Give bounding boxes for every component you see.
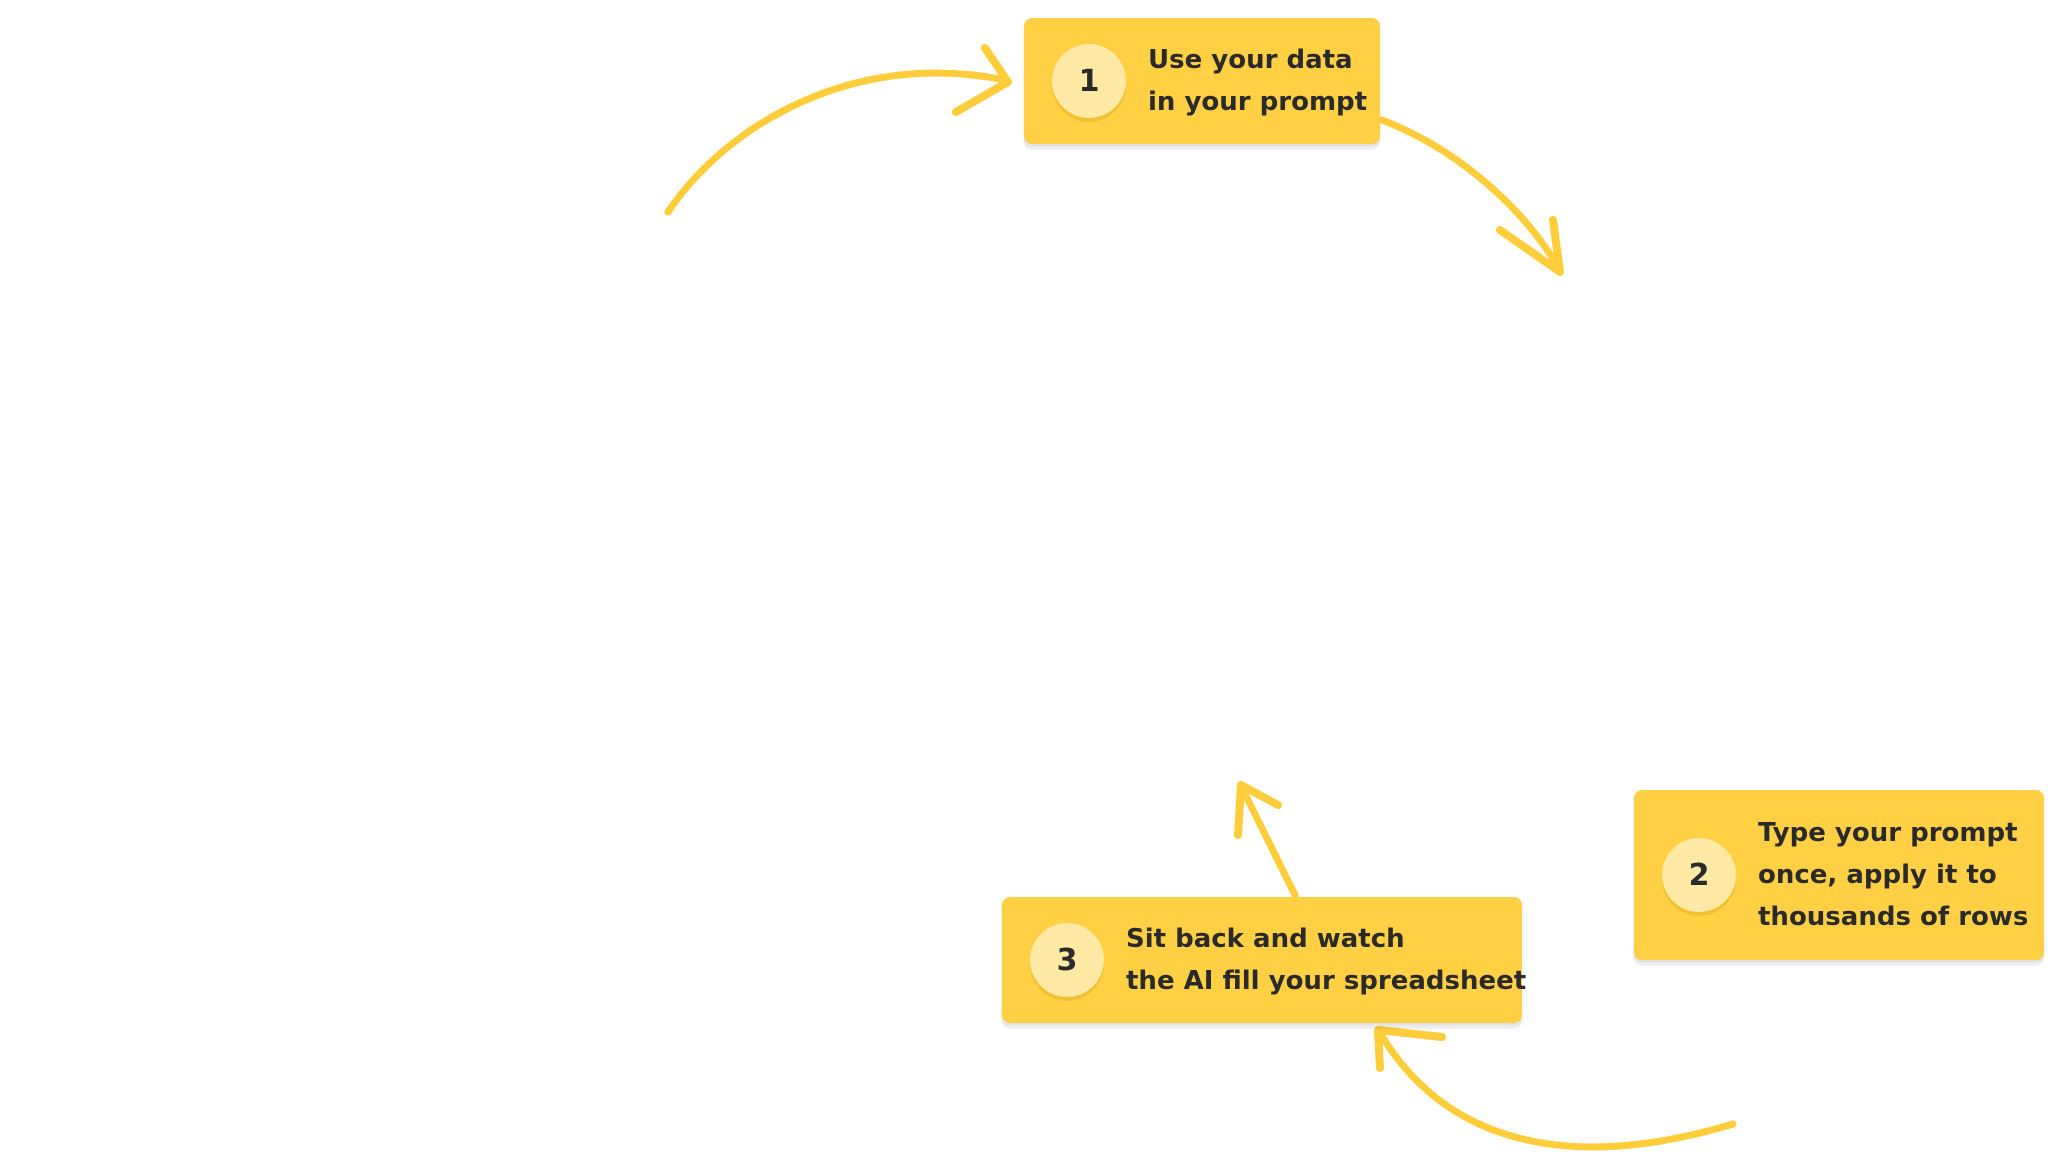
arrow-up-from-step-3-icon — [1234, 781, 1299, 899]
step-text-line: Type your prompt — [1758, 818, 2018, 848]
step-text-line: Use your data — [1148, 45, 1353, 75]
arrow-to-step-1-icon — [664, 44, 1012, 216]
step-description: Type your prompt once, apply it to thous… — [1758, 812, 2028, 938]
step-number-badge: 1 — [1052, 44, 1126, 118]
step-text-line: thousands of rows — [1758, 902, 2029, 932]
step-text-line: once, apply it to — [1758, 860, 1997, 890]
step-text-line: the AI fill your spreadsheet — [1126, 966, 1527, 996]
step-text-line: in your prompt — [1148, 87, 1368, 117]
step-text-line: Sit back and watch — [1126, 924, 1405, 954]
step-number-badge: 3 — [1030, 923, 1104, 997]
step-card-1: 1 Use your data in your prompt — [1024, 18, 1380, 144]
arrow-step-2-to-step-3-icon — [1374, 1026, 1737, 1151]
step-number-badge: 2 — [1662, 838, 1736, 912]
arrow-step-1-to-step-2-icon — [1378, 116, 1564, 276]
step-description: Use your data in your prompt — [1148, 39, 1367, 123]
step-card-3: 3 Sit back and watch the AI fill your sp… — [1002, 897, 1526, 1023]
step-card-2: 2 Type your prompt once, apply it to tho… — [1634, 790, 2044, 960]
step-description: Sit back and watch the AI fill your spre… — [1126, 918, 1526, 1002]
